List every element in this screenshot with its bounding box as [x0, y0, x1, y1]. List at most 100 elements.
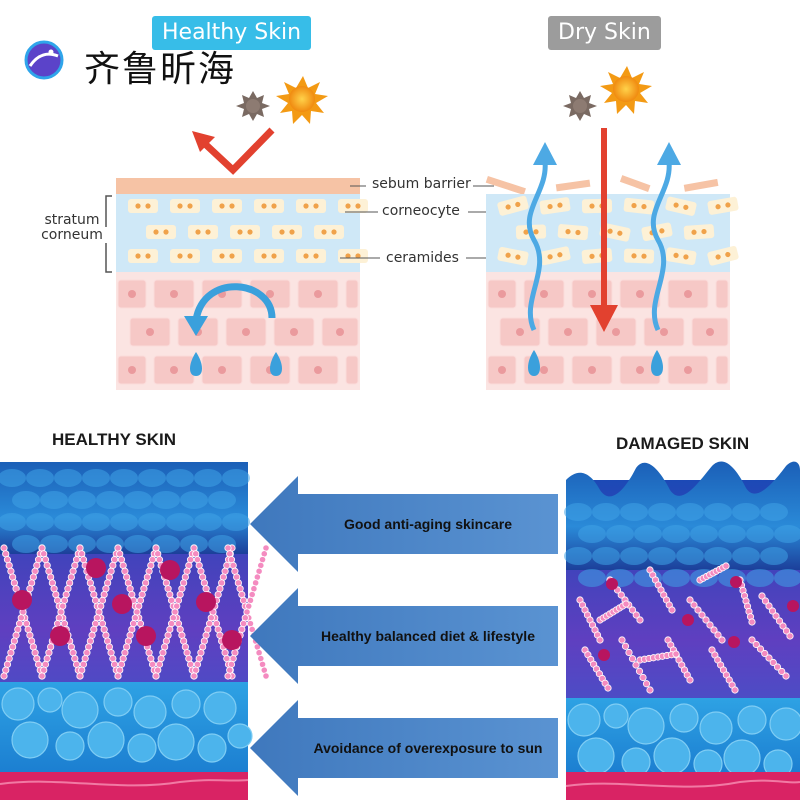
epidermis-cell: [676, 503, 704, 521]
epidermis-cell: [194, 469, 222, 487]
corneocyte: [128, 199, 158, 213]
epidermis-cell: [54, 513, 82, 531]
corneocyte: [296, 249, 326, 263]
epidermis-cell: [12, 535, 40, 553]
water-drop-icon: [528, 350, 540, 376]
water-drop-icon: [270, 352, 282, 376]
water-loss-arrow: [650, 142, 681, 332]
fat-cell: [133, 695, 167, 729]
ceramides-label: ceramides: [384, 250, 461, 266]
pollutant-particle-icon: [236, 91, 270, 121]
damaged-skin-cross-section: [564, 461, 800, 800]
fat-cell: [127, 733, 157, 763]
fat-cell: [157, 723, 195, 761]
reflected-uv-arrow: [192, 127, 275, 175]
epidermis-cell: [0, 469, 26, 487]
corneocyte: [623, 248, 655, 264]
fat-cells: [567, 703, 800, 779]
corneocyte: [599, 222, 631, 242]
fat-cell: [737, 705, 767, 735]
epidermis-cell: [578, 525, 606, 543]
corneocyte: [707, 196, 739, 215]
epidermis-cell: [345, 355, 359, 385]
arrow-label-diet: Healthy balanced diet & lifestyle: [321, 628, 535, 644]
corneocyte: [254, 249, 284, 263]
damaged-skin-header: DAMAGED SKIN: [616, 434, 750, 453]
collagen-fragment: [708, 646, 739, 694]
elastin-node: [728, 636, 740, 648]
collagen-fragment: [696, 562, 730, 584]
epidermis-cell: [746, 525, 774, 543]
corneocyte-cells: [497, 195, 739, 266]
collagen-fiber: [152, 544, 198, 680]
fat-cell: [769, 707, 800, 741]
sebum-barrier-label: sebum barrier: [370, 176, 473, 192]
sebum-layer: [116, 178, 360, 194]
corneocyte: [296, 199, 326, 213]
corneocyte: [230, 225, 260, 239]
collagen-fibers: [0, 544, 270, 680]
epidermis-cell: [124, 491, 152, 509]
epidermis-cell: [774, 569, 800, 587]
benefit-arrow: [250, 476, 558, 572]
epidermis-cell: [704, 547, 732, 565]
fat-cell: [197, 733, 227, 763]
logo-icon: [24, 40, 64, 80]
collagen-fragment: [686, 596, 726, 644]
corneocyte: [539, 197, 571, 215]
fat-cell: [621, 747, 651, 777]
corneum-label: corneum: [36, 227, 108, 243]
water-drop-icon: [651, 350, 663, 376]
epidermis-cell: [634, 525, 662, 543]
healthy-skin-header: HEALTHY SKIN: [52, 430, 177, 449]
benefit-arrow: [250, 700, 558, 796]
corneocyte-label: corneocyte: [380, 203, 462, 219]
corneocyte: [212, 199, 242, 213]
collagen-fragment: [758, 592, 794, 640]
elastin-node: [50, 626, 70, 646]
fat-cell: [61, 691, 99, 729]
fat-cells: [1, 687, 253, 763]
fat-cell: [11, 721, 49, 759]
epidermis-cell: [578, 569, 606, 587]
arrow-label-sun: Avoidance of overexposure to sun: [313, 740, 543, 756]
epidermis-cell: [620, 547, 648, 565]
elastin-node: [86, 558, 106, 578]
healthy-skin-diagram: [105, 76, 368, 390]
corneocyte: [272, 225, 302, 239]
fat-cell: [103, 687, 133, 717]
sun-icon: [600, 66, 652, 114]
epidermis-cell: [774, 525, 800, 543]
fat-cell: [87, 721, 125, 759]
elastin-node: [730, 576, 742, 588]
fat-cell: [669, 703, 699, 733]
pollutant-particle-icon: [563, 91, 597, 121]
fat-cell: [567, 703, 601, 737]
corneocyte: [557, 224, 589, 241]
corneocyte: [665, 196, 697, 216]
corneocyte: [581, 247, 613, 264]
epidermis-cell: [0, 513, 26, 531]
epidermis-cell: [620, 503, 648, 521]
epidermis-cells: [487, 279, 729, 385]
corneocyte: [683, 224, 715, 240]
epidermis-cell: [648, 547, 676, 565]
epidermis-cell: [704, 503, 732, 521]
corneocyte: [338, 199, 368, 213]
corneocyte: [188, 225, 218, 239]
epidermis-cell: [564, 547, 592, 565]
elastin-node: [112, 594, 132, 614]
water-drop-icon: [190, 352, 202, 376]
corneocyte: [170, 199, 200, 213]
fat-cell: [227, 723, 253, 749]
elastin-node: [682, 614, 694, 626]
collagen-fragment: [596, 600, 630, 624]
broken-sebum-barrier: [485, 175, 719, 195]
sun-icon: [276, 76, 328, 124]
healthy-skin-title: Healthy Skin: [152, 16, 312, 50]
corneocyte: [497, 195, 529, 216]
epidermis-cell: [746, 569, 774, 587]
epidermis-cell: [718, 525, 746, 543]
